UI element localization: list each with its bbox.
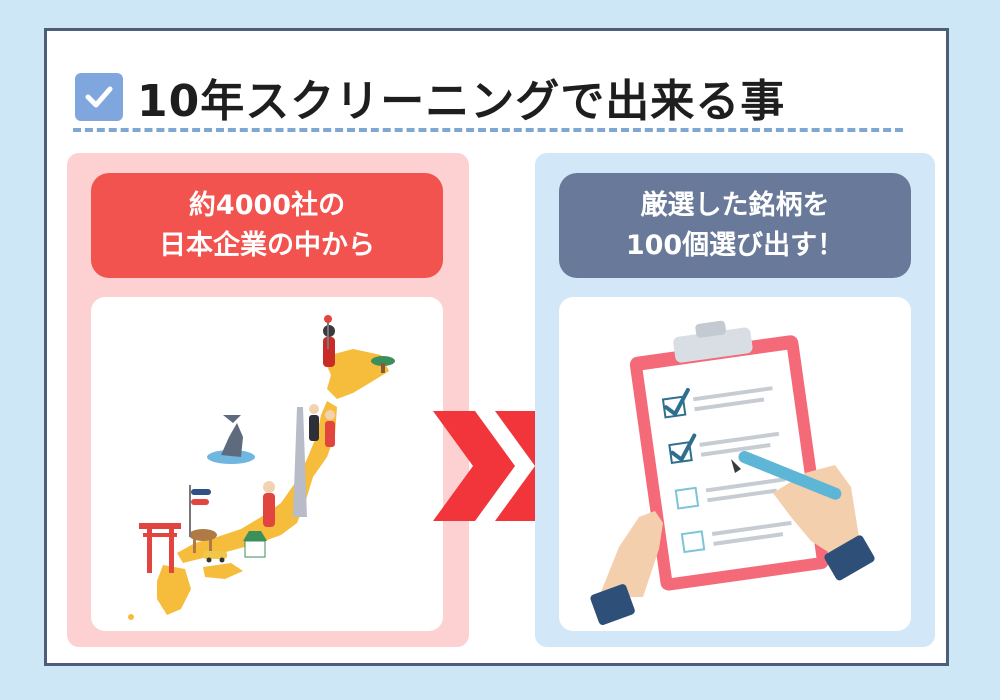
right-panel: 厳選した銘柄を 100個選び出す！	[535, 153, 935, 647]
left-label-line2: 日本企業の中から	[159, 229, 375, 261]
clipboard-checklist-illustration	[590, 320, 875, 625]
checkbox-checked-icon	[75, 73, 123, 121]
right-label-line2: 100個選び出す！	[625, 229, 845, 261]
left-panel-label: 約4000社の 日本企業の中から	[91, 173, 443, 278]
title-divider	[73, 128, 903, 132]
clipboard-card	[559, 297, 911, 631]
left-label-line1: 約4000社の	[188, 190, 346, 222]
japan-map-card	[91, 297, 443, 631]
japan-map-illustration	[128, 315, 395, 620]
page-title: 10年スクリーニングで出来る事	[137, 76, 786, 127]
content-frame: 10年スクリーニングで出来る事 約4000社の 日本企業の中から	[44, 28, 949, 666]
right-panel-label: 厳選した銘柄を 100個選び出す！	[559, 173, 911, 278]
right-label-line1: 厳選した銘柄を	[640, 190, 830, 222]
title-row: 10年スクリーニングで出来る事	[75, 65, 785, 129]
left-panel: 約4000社の 日本企業の中から	[67, 153, 469, 647]
